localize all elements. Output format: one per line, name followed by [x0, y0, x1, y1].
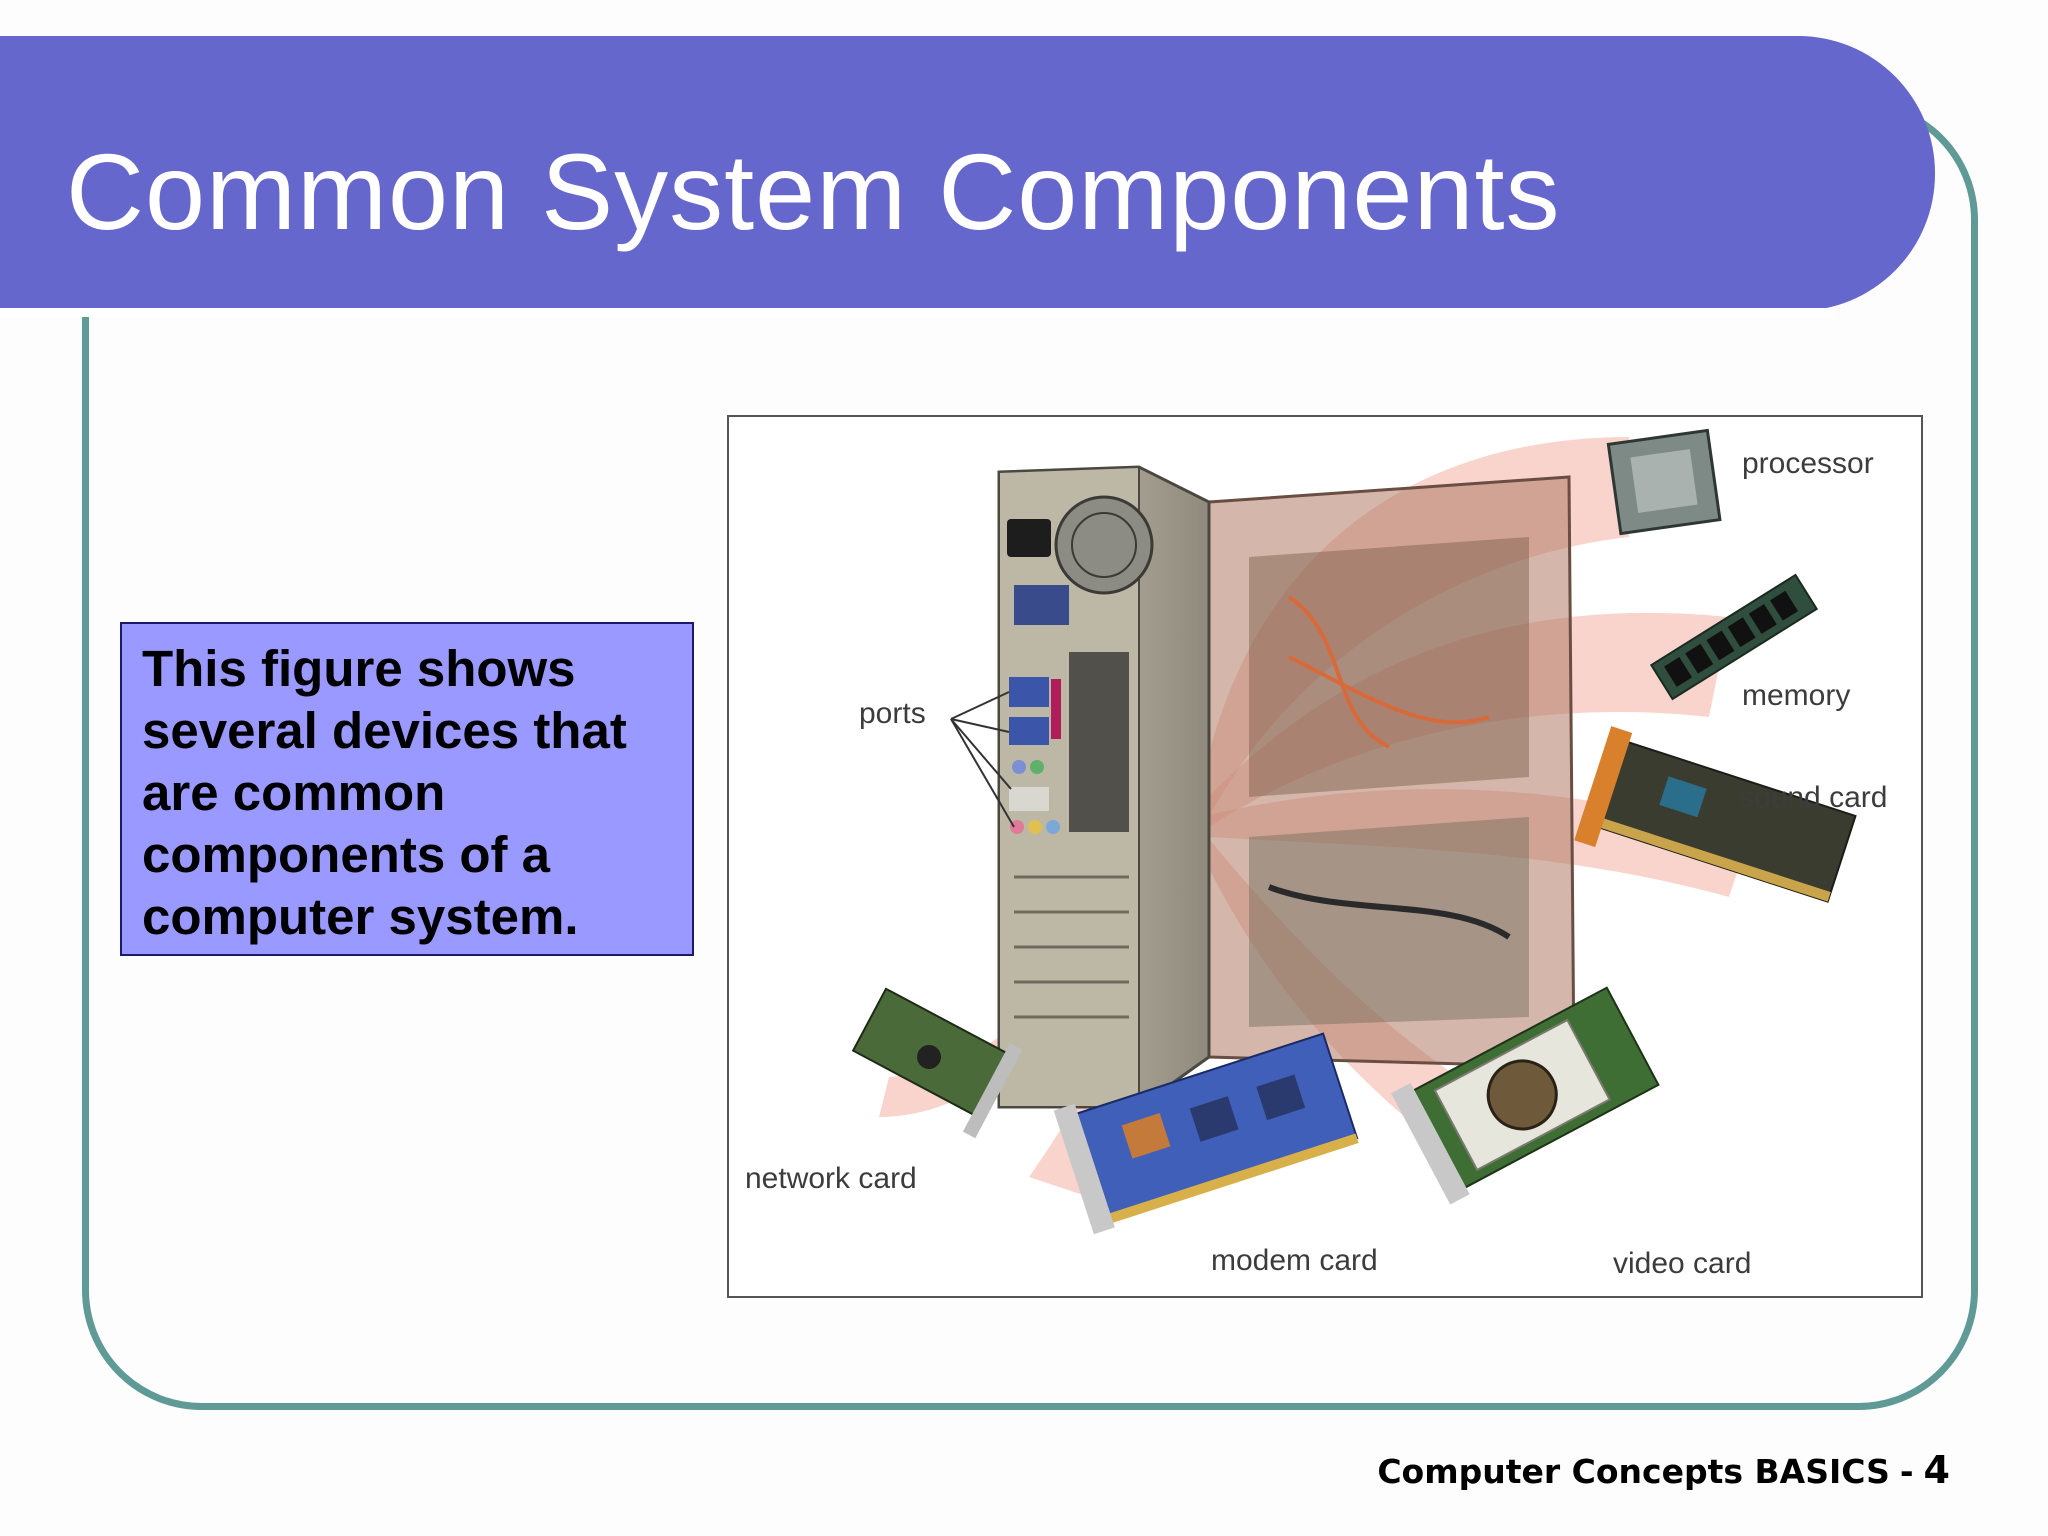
open-case — [1207, 475, 1576, 1069]
port-usb-icon — [1009, 787, 1049, 811]
vent-grid — [1069, 652, 1129, 832]
label-network-card: network card — [745, 1162, 917, 1195]
port-parallel-icon — [1051, 679, 1061, 739]
slide-title: Common System Components — [66, 131, 1561, 252]
title-rule — [0, 308, 1835, 317]
components-figure: processor memory sound card ports networ… — [727, 415, 1923, 1298]
port-audio-icon — [1010, 820, 1024, 834]
ports-pointer — [950, 691, 1015, 828]
label-sound-card: sound card — [1739, 781, 1888, 814]
caption-text: This figure shows several devices that a… — [142, 640, 627, 945]
label-memory: memory — [1742, 679, 1851, 712]
components-illustration — [851, 428, 1857, 1235]
tag-label — [1014, 585, 1069, 625]
port-ps2-icon — [1012, 760, 1026, 774]
power-socket-icon — [1007, 519, 1051, 557]
port-serial-icon — [1009, 677, 1049, 707]
page-number: 4 — [1923, 1448, 1950, 1492]
processor-chip — [1606, 428, 1722, 536]
label-ports: ports — [859, 697, 926, 730]
slide-footer: Computer Concepts BASICS-4 — [1377, 1448, 1950, 1492]
memory-module — [1649, 573, 1819, 701]
tower-rear — [997, 465, 1211, 1109]
label-video-card: video card — [1613, 1247, 1752, 1280]
modem-card — [1053, 1032, 1359, 1235]
footer-course-title: Computer Concepts BASICS — [1377, 1452, 1890, 1491]
port-vga-icon — [1009, 717, 1049, 745]
video-card — [1391, 986, 1660, 1205]
sound-card — [1574, 726, 1857, 903]
label-processor: processor — [1742, 447, 1874, 480]
network-card — [851, 987, 1023, 1139]
caption-box: This figure shows several devices that a… — [120, 622, 694, 956]
footer-separator: - — [1899, 1452, 1914, 1491]
fan-grill-icon — [1054, 495, 1154, 595]
label-modem-card: modem card — [1211, 1244, 1378, 1277]
title-banner: Common System Components — [0, 36, 1935, 317]
